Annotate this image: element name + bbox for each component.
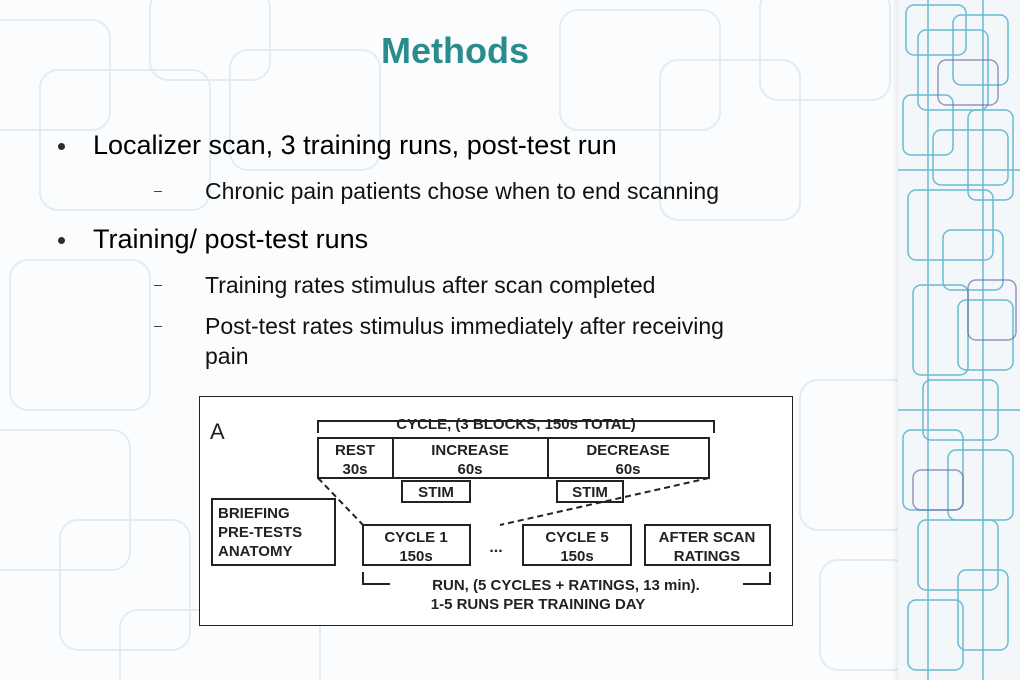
bullet-dot-icon — [58, 143, 65, 150]
pre-tests-label: PRE-TESTS — [218, 524, 302, 541]
stim-label: STIM — [572, 484, 608, 501]
panel-label: A — [210, 419, 225, 444]
cycle5-label: CYCLE 5 — [545, 529, 608, 546]
bullet-item: Training/ post-test runs — [58, 222, 858, 256]
background-pattern — [0, 0, 900, 680]
bullet-item: Localizer scan, 3 training runs, post-te… — [58, 128, 858, 162]
decrease-duration: 60s — [615, 461, 640, 478]
run-label: RUN, (5 CYCLES + RATINGS, 13 min). — [432, 577, 700, 594]
rest-label: REST — [335, 442, 375, 459]
rest-duration: 30s — [342, 461, 367, 478]
bullet-text: Localizer scan, 3 training runs, post-te… — [93, 130, 617, 160]
sub-bullet-item: Chronic pain patients chose when to end … — [58, 176, 858, 207]
runs-per-day-label: 1-5 RUNS PER TRAINING DAY — [431, 596, 645, 613]
briefing-label: BRIEFING — [218, 505, 290, 522]
decorative-strip — [898, 0, 1020, 680]
slide-title: Methods — [381, 30, 529, 71]
decorative-lines — [898, 0, 1020, 680]
dash-icon — [154, 191, 162, 192]
ellipsis: ... — [489, 539, 502, 556]
bullet-dot-icon — [58, 237, 65, 244]
sub-bullet-text: Training rates stimulus after scan compl… — [205, 272, 656, 298]
after-scan-label: AFTER SCAN — [659, 529, 756, 546]
cycle1-label: CYCLE 1 — [384, 529, 447, 546]
protocol-diagram: A CYCLE, (3 BLOCKS, 150s TOTAL) REST 30s… — [210, 416, 771, 613]
sub-bullet-text: Chronic pain patients chose when to end … — [205, 178, 720, 204]
cycle1-duration: 150s — [399, 548, 432, 565]
strip-shadow — [892, 0, 902, 680]
anatomy-label: ANATOMY — [218, 543, 292, 560]
increase-duration: 60s — [457, 461, 482, 478]
sub-bullet-item: Post-test rates stimulus immediately aft… — [58, 311, 760, 371]
ratings-label: RATINGS — [674, 548, 740, 565]
sub-bullet-text: Post-test rates stimulus immediately aft… — [205, 313, 724, 369]
bullet-list: Localizer scan, 3 training runs, post-te… — [58, 128, 858, 371]
stim-label: STIM — [418, 484, 454, 501]
cycle-bracket-label: CYCLE, (3 BLOCKS, 150s TOTAL) — [396, 416, 635, 433]
bullet-text: Training/ post-test runs — [93, 224, 369, 254]
protocol-figure: A CYCLE, (3 BLOCKS, 150s TOTAL) REST 30s… — [199, 396, 793, 626]
dash-icon — [154, 285, 162, 286]
decrease-label: DECREASE — [586, 442, 669, 459]
increase-label: INCREASE — [431, 442, 509, 459]
dash-icon — [154, 326, 162, 327]
sub-bullet-item: Training rates stimulus after scan compl… — [58, 270, 858, 301]
cycle5-duration: 150s — [560, 548, 593, 565]
